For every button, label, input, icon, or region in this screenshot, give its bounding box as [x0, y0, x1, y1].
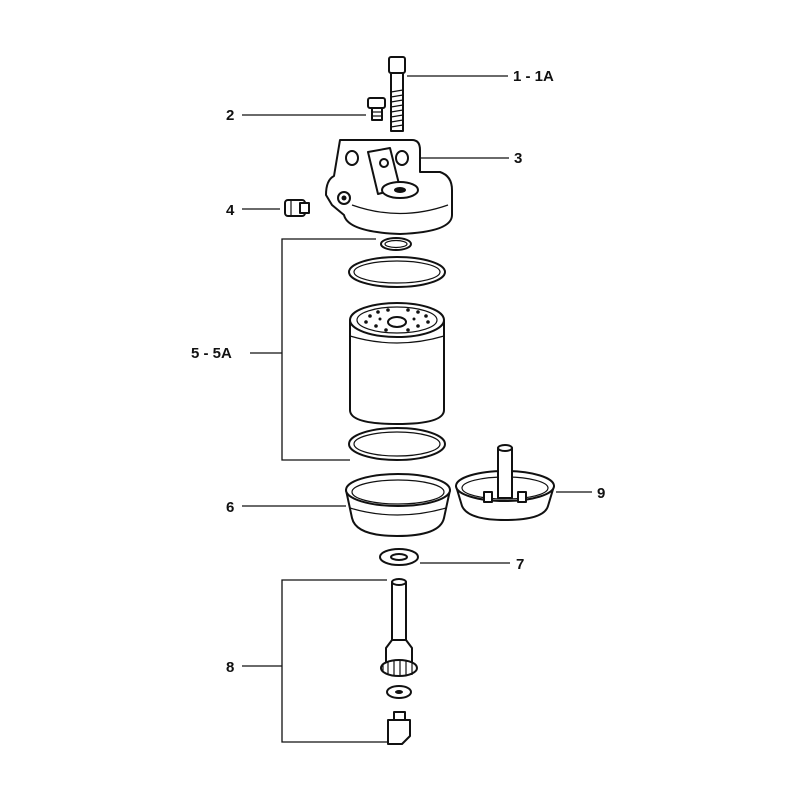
part-screw-small — [367, 97, 386, 121]
callout-8: 8 — [226, 659, 234, 676]
part-washer — [379, 548, 419, 566]
callout-1-1a: 1 - 1A — [513, 68, 554, 85]
part-seal-lower — [348, 427, 446, 461]
callout-5-5a: 5 - 5A — [191, 345, 232, 362]
callout-3: 3 — [514, 150, 522, 167]
part-bowl-with-tube — [455, 444, 555, 521]
callout-2: 2 — [226, 107, 234, 124]
part-filter-cartridge — [349, 302, 445, 425]
callout-4: 4 — [226, 202, 235, 219]
callout-6: 6 — [226, 499, 234, 516]
leader-lines — [242, 75, 592, 743]
part-bolt-long — [388, 56, 406, 132]
callout-9: 9 — [597, 485, 605, 502]
part-drain-assembly — [380, 578, 418, 745]
part-filter-head — [325, 139, 453, 235]
part-plug — [284, 199, 310, 217]
part-seal-upper — [348, 256, 446, 288]
part-oring-small — [380, 237, 412, 251]
part-bowl — [345, 473, 451, 537]
callout-7: 7 — [516, 556, 524, 573]
